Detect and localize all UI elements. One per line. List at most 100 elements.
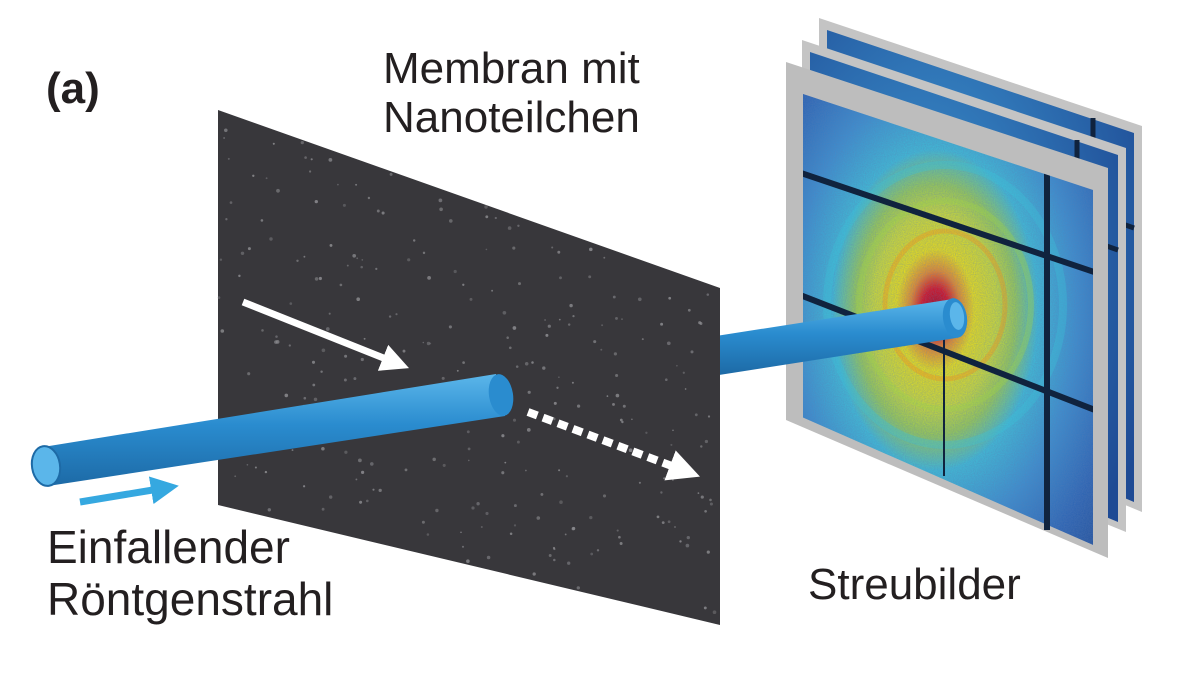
nanoparticle bbox=[234, 475, 237, 478]
nanoparticle bbox=[507, 226, 512, 230]
nanoparticle bbox=[303, 396, 307, 400]
nanoparticle bbox=[225, 218, 228, 221]
membrane-label: Membran mit Nanoteilchen bbox=[383, 44, 640, 143]
nanoparticle bbox=[466, 430, 470, 434]
nanoparticle bbox=[435, 508, 439, 513]
nanoparticle bbox=[314, 277, 319, 281]
nanoparticle bbox=[551, 246, 554, 249]
membrane-label-line-2: Nanoteilchen bbox=[383, 93, 640, 143]
nanoparticle bbox=[356, 257, 359, 260]
nanoparticle bbox=[687, 308, 691, 312]
nanoparticle bbox=[361, 259, 364, 261]
nanoparticle bbox=[660, 491, 663, 494]
nanoparticle bbox=[467, 447, 471, 451]
nanoparticle bbox=[619, 542, 623, 545]
nanoparticle bbox=[509, 532, 513, 535]
nanoparticle bbox=[337, 183, 339, 186]
nanoparticle bbox=[344, 354, 348, 358]
nanoparticle bbox=[667, 520, 671, 524]
nanoparticle bbox=[524, 362, 529, 366]
nanoparticle bbox=[328, 158, 333, 162]
nanoparticle bbox=[704, 509, 707, 513]
nanoparticle bbox=[223, 137, 225, 139]
nanoparticle bbox=[342, 203, 346, 207]
nanoparticle bbox=[548, 554, 552, 557]
nanoparticle bbox=[512, 418, 517, 422]
nanoparticle bbox=[553, 401, 557, 405]
detector-label: Streubilder bbox=[808, 560, 1021, 609]
nanoparticle bbox=[227, 157, 230, 160]
nanoparticle bbox=[547, 324, 551, 328]
nanoparticle bbox=[439, 207, 443, 212]
nanoparticle bbox=[367, 196, 371, 200]
nanoparticle bbox=[471, 506, 475, 510]
nanoparticle bbox=[365, 499, 369, 503]
nanoparticle bbox=[375, 267, 378, 271]
nanoparticle bbox=[506, 336, 509, 339]
nanoparticle bbox=[355, 478, 358, 481]
nanoparticle bbox=[217, 296, 221, 299]
nanoparticle bbox=[674, 526, 676, 528]
nanoparticle bbox=[622, 404, 626, 408]
nanoparticle bbox=[224, 128, 228, 133]
nanoparticle bbox=[421, 520, 425, 524]
nanoparticle bbox=[370, 462, 374, 466]
nanoparticle bbox=[621, 318, 623, 320]
nanoparticle bbox=[309, 170, 312, 173]
membrane-label-line-1: Membran mit bbox=[383, 44, 640, 93]
nanoparticle bbox=[388, 315, 392, 318]
nanoparticle bbox=[602, 494, 607, 498]
nanoparticle bbox=[462, 361, 465, 364]
nanoparticle bbox=[247, 247, 251, 251]
nanoparticle bbox=[494, 216, 497, 220]
nanoparticle bbox=[694, 413, 698, 417]
nanoparticle bbox=[589, 515, 593, 520]
nanoparticle bbox=[304, 156, 307, 159]
nanoparticle bbox=[637, 297, 642, 302]
nanoparticle bbox=[545, 333, 549, 337]
nanoparticle bbox=[329, 243, 333, 247]
nanoparticle bbox=[616, 529, 619, 532]
nanoparticle bbox=[526, 428, 531, 432]
nanoparticle bbox=[564, 533, 567, 536]
nanoparticle bbox=[685, 543, 690, 548]
nanoparticle bbox=[318, 276, 322, 281]
nanoparticle bbox=[356, 297, 361, 302]
nanoparticle bbox=[641, 338, 644, 341]
nanoparticle bbox=[246, 463, 249, 466]
nanoparticle bbox=[513, 504, 517, 508]
nanoparticle bbox=[485, 511, 489, 516]
transmitted-beam bbox=[716, 298, 968, 375]
nanoparticle bbox=[569, 303, 573, 308]
nanoparticle bbox=[668, 296, 672, 300]
nanoparticle bbox=[661, 521, 665, 524]
nanoparticle bbox=[558, 376, 560, 379]
arrow-right-icon bbox=[241, 298, 410, 371]
nanoparticle bbox=[329, 495, 333, 499]
nanoparticle bbox=[676, 364, 678, 367]
nanoparticle bbox=[706, 550, 710, 554]
nanoparticle bbox=[314, 199, 318, 204]
nanoparticle bbox=[542, 366, 546, 370]
nanoparticle bbox=[619, 418, 623, 422]
nanoparticle bbox=[615, 316, 618, 320]
nanoparticle bbox=[703, 606, 707, 610]
scatter-image-stack bbox=[786, 18, 1142, 558]
nanoparticle bbox=[565, 475, 569, 478]
nanoparticle bbox=[576, 404, 581, 408]
nanoparticle bbox=[300, 140, 304, 145]
nanoparticle bbox=[512, 246, 516, 250]
nanoparticle bbox=[310, 158, 313, 161]
nanoparticle bbox=[628, 448, 633, 453]
nanoparticle bbox=[339, 283, 343, 287]
nanoparticle bbox=[469, 297, 473, 301]
nanoparticle bbox=[312, 383, 316, 387]
nanoparticle bbox=[504, 461, 507, 464]
nanoparticle bbox=[588, 275, 592, 279]
nanoparticle bbox=[690, 350, 694, 354]
nanoparticle bbox=[672, 479, 674, 481]
nanoparticle bbox=[709, 502, 713, 506]
nanoparticle bbox=[631, 418, 633, 421]
nanoparticle bbox=[360, 357, 364, 362]
